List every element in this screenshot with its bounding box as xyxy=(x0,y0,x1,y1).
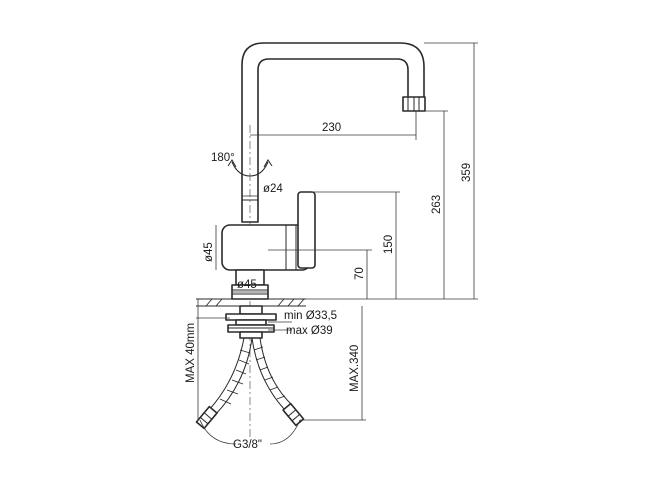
lever-handle xyxy=(297,191,316,269)
spout-diameter-label: ø24 xyxy=(263,183,283,195)
max-thickness-label: MAX 40mm xyxy=(185,323,197,383)
height-150-label: 150 xyxy=(383,235,395,254)
rotation-label: 180° xyxy=(211,152,235,164)
faucet-body xyxy=(221,191,316,300)
height-359-label: 359 xyxy=(461,163,473,182)
rotation-arrows xyxy=(227,159,273,177)
spout xyxy=(241,42,426,223)
hole-max-label: max Ø39 xyxy=(286,325,333,337)
hose-length-label: MAX.340 xyxy=(349,345,361,392)
height-70-label: 70 xyxy=(354,267,366,280)
height-263-label: 263 xyxy=(431,195,443,214)
dimension-lines xyxy=(196,42,478,445)
base-diameter-label: ø45 xyxy=(237,279,257,291)
countertop-mount xyxy=(196,298,306,339)
spout-reach-label: 230 xyxy=(322,122,341,134)
hole-min-label: min Ø33,5 xyxy=(284,310,337,322)
thread-label: G3/8" xyxy=(233,439,262,451)
body-diameter-label: ø45 xyxy=(203,242,215,262)
